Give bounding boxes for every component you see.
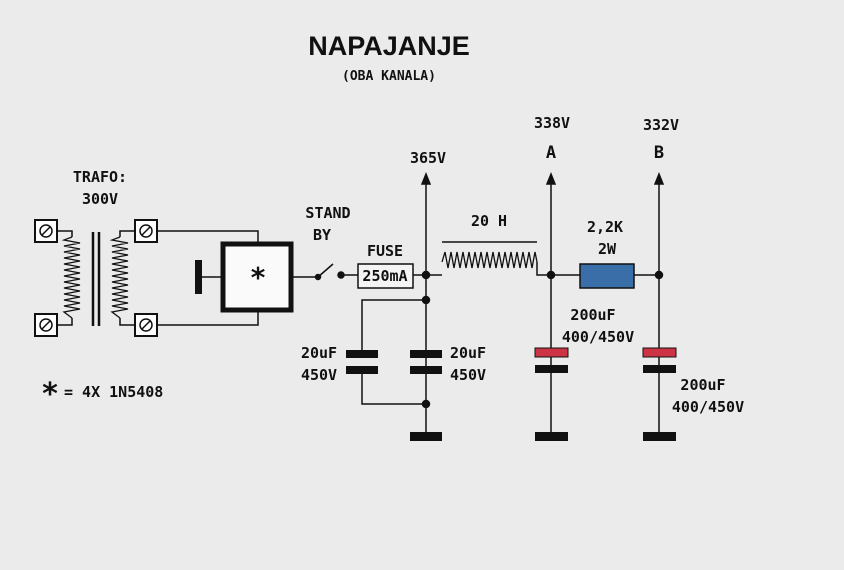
resistor-power: 2W (598, 240, 617, 258)
choke-inductor (426, 241, 551, 276)
cap1-value: 20uF (301, 344, 337, 362)
ground-bar-node-a (535, 432, 568, 441)
bridge-rectifier (195, 241, 318, 313)
standby-switch (314, 263, 358, 281)
page-title: NAPAJANJE (308, 31, 470, 61)
trafo-voltage-label: 300V (82, 190, 118, 208)
secondary-wires (157, 230, 259, 326)
trafo-label: TRAFO: (73, 168, 127, 186)
ground-bar-node-b (643, 432, 676, 441)
legend-text: = 4X 1N5408 (64, 383, 163, 401)
capacitor-4 (642, 347, 677, 373)
capacitor-1 (346, 350, 378, 374)
cap1-voltage: 450V (301, 366, 337, 384)
cap3-value: 200uF (570, 306, 615, 324)
primary-winding (61, 236, 81, 319)
cap2-voltage: 450V (450, 366, 486, 384)
page-subtitle: (OBA KANALA) (342, 69, 436, 84)
standby-label-line1: STAND (305, 204, 350, 222)
rail-node-b (653, 171, 665, 432)
legend-star-symbol: * (41, 377, 59, 412)
rail-node-a (545, 171, 580, 432)
voltage-365-label: 365V (410, 149, 446, 167)
node-a-voltage: 338V (534, 114, 570, 132)
bridge-star-symbol: * (250, 261, 267, 294)
ground-bar-365v (410, 432, 442, 441)
cap3-voltage: 400/450V (562, 328, 634, 346)
transformer (34, 219, 158, 337)
fuse-body (357, 263, 414, 289)
capacitor-2 (410, 350, 442, 374)
resistor-body (579, 263, 635, 289)
cap2-value: 20uF (450, 344, 486, 362)
node-b-label: B (654, 143, 664, 163)
choke-label: 20 H (471, 212, 507, 230)
fuse-label: FUSE (367, 242, 403, 260)
rail-365v (361, 171, 432, 432)
node-a-label: A (546, 143, 556, 163)
secondary-winding (109, 236, 129, 319)
node-b-voltage: 332V (643, 116, 679, 134)
ground-bar-bridge (195, 260, 202, 294)
capacitor-3 (534, 347, 569, 373)
cap4-voltage: 400/450V (672, 398, 744, 416)
fuse-value: 250mA (362, 267, 407, 285)
resistor-value: 2,2K (587, 218, 623, 236)
standby-label-line2: BY (313, 226, 331, 244)
cap4-value: 200uF (680, 376, 725, 394)
